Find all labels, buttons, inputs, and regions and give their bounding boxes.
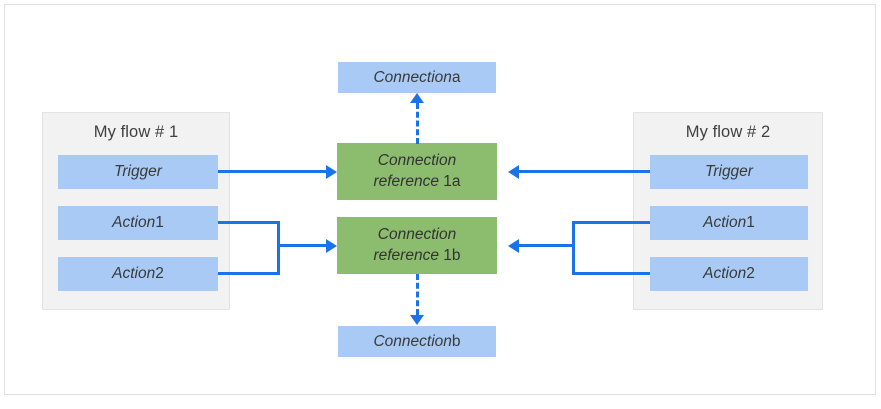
node-label-italic: Trigger <box>114 163 162 180</box>
edge-right-trigger-line <box>519 170 650 173</box>
edge-left-trigger-arrowhead-icon <box>326 164 337 179</box>
flow-right-node-action-1[interactable]: Action 1 <box>650 206 808 240</box>
connection-label-italic: Connection <box>373 332 452 350</box>
node-label-plain: 1 <box>155 214 164 231</box>
edge-right-bracket-stem <box>519 244 575 247</box>
edge-cref1a-to-connection-a-arrowhead-icon <box>410 93 424 103</box>
connection-reference-1a-box[interactable]: Connection reference 1a <box>337 143 497 200</box>
cref-label-plain: 1a <box>438 172 461 190</box>
flow-title-right: My flow # 2 <box>685 123 771 141</box>
node-label-italic: Action <box>703 214 747 231</box>
edge-right-action2-line <box>572 272 650 275</box>
node-label-plain: 2 <box>746 265 755 282</box>
flow-left-node-action-1[interactable]: Action 1 <box>58 206 218 240</box>
edge-left-bracket-stem <box>277 244 328 247</box>
cref-label-plain: 1b <box>438 246 461 264</box>
node-label-italic: Action <box>112 214 156 231</box>
flow-left-node-trigger[interactable]: Trigger <box>58 155 218 189</box>
edge-left-action2-line <box>218 272 280 275</box>
node-label-italic: Action <box>112 265 156 282</box>
cref-label: Connection reference 1a <box>373 151 460 192</box>
node-label-italic: Action <box>703 265 747 282</box>
cref-label-line1: Connection <box>377 226 457 244</box>
connection-reference-1b-box[interactable]: Connection reference 1b <box>337 217 497 274</box>
node-label-italic: Trigger <box>705 163 753 180</box>
edge-cref1a-to-connection-a-dashed-line <box>416 103 419 144</box>
edge-left-bracket-vertical <box>277 221 280 275</box>
cref-label: Connection reference 1b <box>373 225 460 266</box>
connection-label-plain: a <box>451 68 461 86</box>
cref-label-line1: Connection <box>377 152 457 170</box>
edge-cref1b-to-connection-b-dashed-line <box>416 274 419 315</box>
edge-left-bracket-arrowhead-icon <box>326 238 337 253</box>
flow-right-node-trigger[interactable]: Trigger <box>650 155 808 189</box>
connection-a-box[interactable]: Connection a <box>338 62 496 93</box>
edge-cref1b-to-connection-b-arrowhead-icon <box>410 315 424 325</box>
edge-right-trigger-arrowhead-icon <box>508 164 519 179</box>
cref-label-line2: reference <box>373 246 439 264</box>
edge-left-action1-line <box>218 221 280 224</box>
cref-label-line2: reference <box>373 172 439 190</box>
connection-b-box[interactable]: Connection b <box>338 326 496 357</box>
edge-right-bracket-arrowhead-icon <box>508 238 519 253</box>
edge-right-action1-line <box>572 221 650 224</box>
edge-right-bracket-vertical <box>572 221 575 275</box>
node-label-plain: 1 <box>746 214 755 231</box>
connection-label-plain: b <box>451 332 461 350</box>
edge-left-trigger-line <box>218 170 328 173</box>
flow-title-left: My flow # 1 <box>93 123 179 141</box>
flow-left-node-action-2[interactable]: Action 2 <box>58 257 218 291</box>
connection-label-italic: Connection <box>373 68 452 86</box>
node-label-plain: 2 <box>155 265 164 282</box>
